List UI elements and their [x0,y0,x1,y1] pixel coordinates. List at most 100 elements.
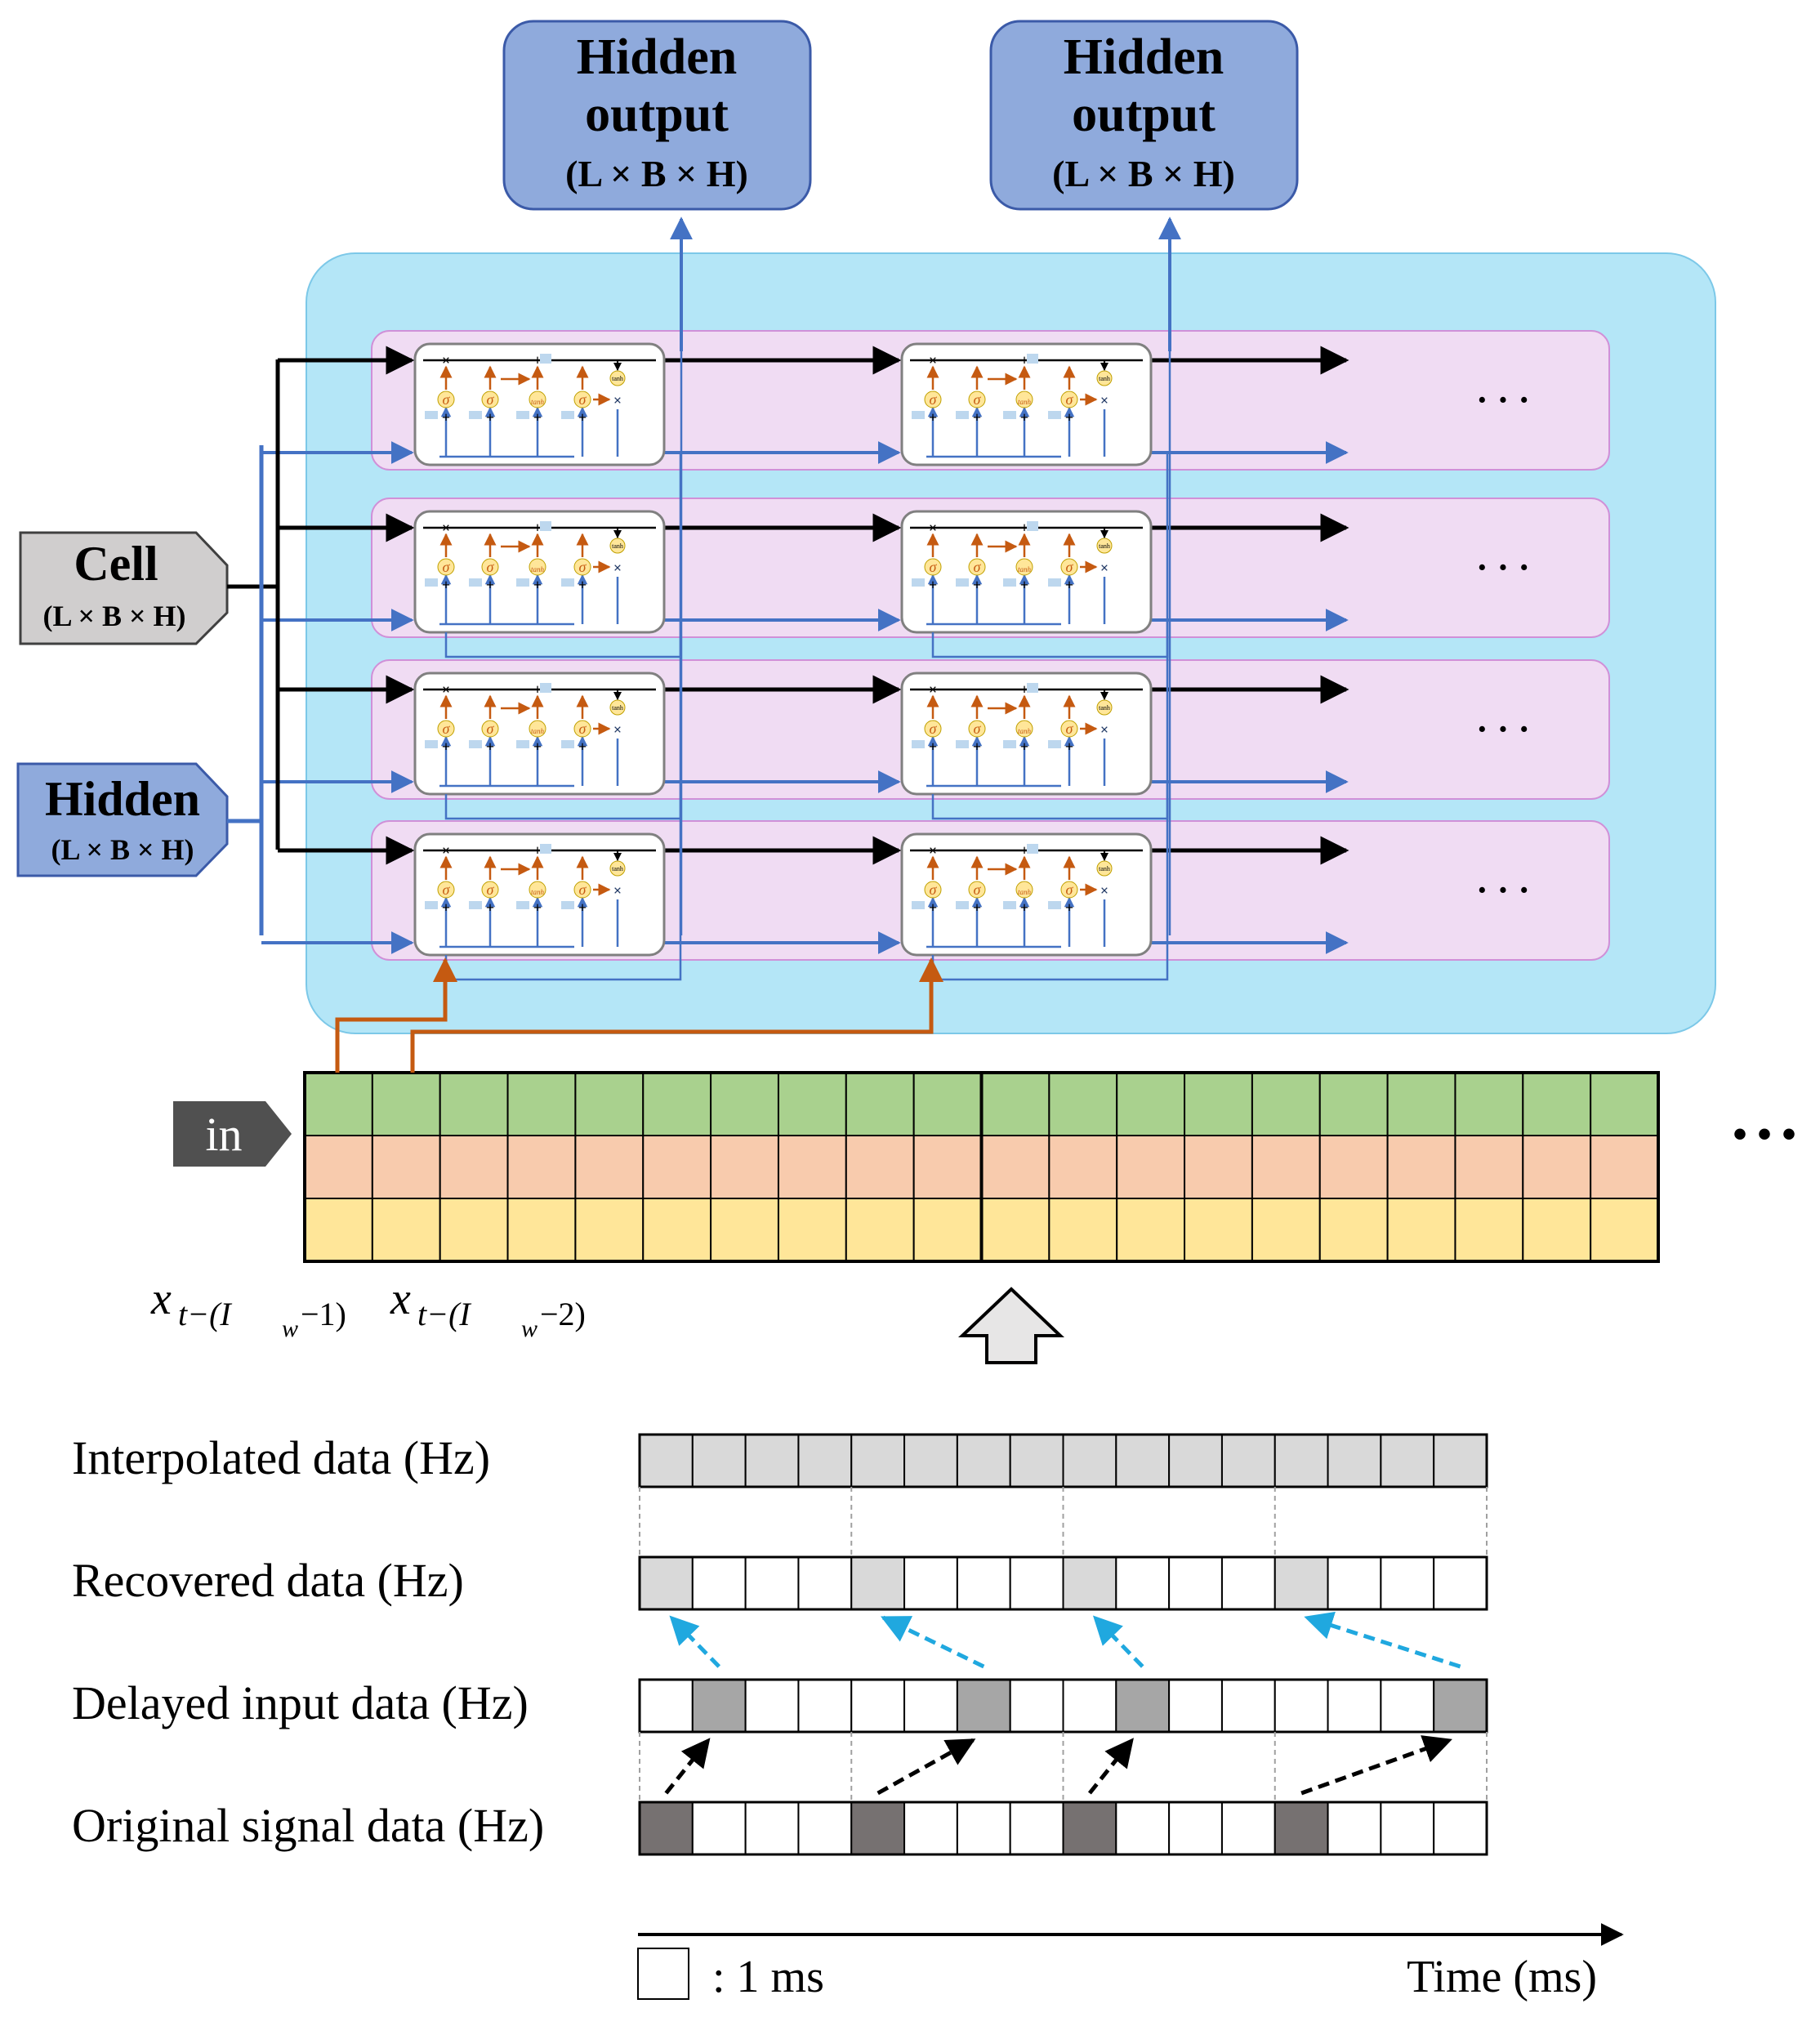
add-icon: + [533,352,542,368]
input-cell [980,1198,1051,1262]
weight-box [1048,411,1061,419]
sigma-icon [924,558,942,576]
tanh-icon [609,538,626,554]
add-icon: + [533,681,542,698]
weight-box [516,578,529,587]
add-icon: + [533,409,542,426]
timing-cell [1009,1434,1064,1488]
timing-cell [903,1679,958,1733]
sigma-icon [529,390,546,408]
timing-cell [956,1556,1011,1610]
input-tag: in [173,1101,292,1167]
timing-cell [1327,1434,1382,1488]
lstm-cell: σ+σ+tanh+σ+×+tanh× [900,832,1153,957]
timing-cell [1009,1556,1064,1610]
weight-box [540,354,551,364]
input-label-first-base: x [150,1274,172,1324]
tanh-icon [1096,370,1113,386]
input-cell [710,1135,779,1199]
add-icon: + [1065,739,1073,755]
timing-cell [1433,1679,1488,1733]
input-cell [710,1072,779,1136]
input-cell [1184,1135,1253,1199]
timing-cell [903,1434,958,1488]
input-cell [574,1198,645,1262]
sigma-glyph: σ [974,881,982,898]
lstm-layers: · · ·σ+σ+tanh+σ+×+tanh×σ+σ+tanh+σ+×+tanh… [261,330,1610,981]
weight-box [1003,411,1016,419]
timing-row-border [638,1555,1488,1611]
input-cell [1386,1072,1456,1136]
weight-box [540,683,551,693]
timing-row-3: Delayed input data (Hz) [72,1676,1488,1734]
sigma-glyph: σ [1066,721,1074,737]
sigma-glyph: tanh [531,398,545,406]
add-icon: + [486,739,494,755]
tanh-glyph: tanh [1099,865,1110,872]
timing-row-1: Interpolated data (Hz) [72,1431,1488,1488]
multiply-icon: × [1100,721,1109,738]
add-icon: + [1020,577,1028,593]
sigma-glyph: σ [1066,559,1074,575]
weight-box [469,901,482,909]
timing-cell [1115,1801,1171,1855]
tanh-icon [609,370,626,386]
input-cell [1048,1072,1118,1136]
layer-hidden-link [931,453,1169,658]
sigma-glyph: σ [974,721,982,737]
sigma-glyph: σ [487,559,495,575]
timing-cell [1168,1679,1223,1733]
add-icon: + [1020,842,1028,859]
input-cell [371,1198,441,1262]
weight-box [469,740,482,748]
sigma-icon [481,558,499,576]
input-cell [1386,1135,1456,1199]
timing-cell [1274,1434,1329,1488]
sigma-glyph: σ [443,881,451,898]
input-label-first-sub2: w [282,1315,298,1342]
sigma-icon [924,390,942,408]
sigma-glyph: σ [443,721,451,737]
sigma-glyph: σ [930,391,938,408]
weight-box [1003,578,1016,587]
add-icon: + [486,577,494,593]
recovery-arrow [669,1615,721,1668]
input-cell [1251,1072,1321,1136]
sigma-glyph: σ [1066,881,1074,898]
lstm-cell: σ+σ+tanh+σ+×+tanh× [413,342,666,466]
sigma-icon [968,881,986,899]
weight-box [956,740,969,748]
cell-state-dims: (L × B × H) [42,600,185,632]
timing-cell [797,1679,853,1733]
weight-box [956,411,969,419]
input-label-second-sub: t−(I [417,1296,471,1332]
sigma-icon [529,881,546,899]
timing-cell [639,1679,694,1733]
input-cell [642,1135,712,1199]
multiply-icon: × [613,392,622,408]
delay-arrow [664,1738,711,1795]
add-icon: + [442,409,450,426]
sigma-glyph: σ [579,881,587,898]
weight-box [956,901,969,909]
input-cell [912,1135,983,1199]
tanh-glyph: tanh [1099,375,1110,382]
input-cell [371,1135,441,1199]
sigma-glyph: σ [487,881,495,898]
timing-cell [1115,1556,1171,1610]
input-cell [574,1135,645,1199]
timing-cell [1380,1434,1435,1488]
multiply-icon: × [442,842,450,859]
tanh-glyph: tanh [612,704,623,712]
timing-row-border [638,1801,1488,1856]
sigma-icon [573,390,591,408]
tanh-glyph: tanh [612,542,623,550]
hidden-state-label: Hidden [45,772,200,826]
hidden-output-1: Hidden output (L × B × H) [502,20,812,211]
add-icon: + [486,409,494,426]
weight-box [561,411,574,419]
timing-cell [1433,1556,1488,1610]
input-cell [845,1198,915,1262]
sigma-glyph: σ [974,559,982,575]
